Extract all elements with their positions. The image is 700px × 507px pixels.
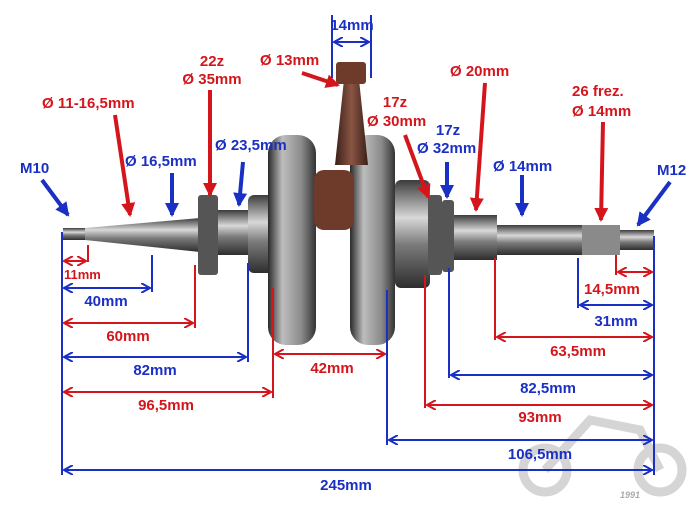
dim-40mm: 40mm — [84, 293, 128, 310]
conrod-small-end-label: Ø 13mm — [260, 52, 320, 69]
dim-63-5mm: 63,5mm — [550, 343, 606, 360]
left-bearing-diameter-label: Ø 23,5mm — [215, 137, 287, 154]
dim-11mm: 11mm — [64, 267, 101, 282]
right-shaft-diameter-20-label: Ø 20mm — [450, 63, 510, 80]
extension-lines — [61, 15, 655, 475]
crankshaft-left-shaft — [63, 195, 276, 275]
dim-60mm: 60mm — [106, 328, 150, 345]
spline-diameter-label: Ø 14mm — [572, 103, 632, 120]
dim-14-5mm: 14,5mm — [584, 281, 640, 298]
left-gear-teeth-label: 22z — [199, 53, 225, 70]
taper-diameter-label: Ø 11-16,5mm — [42, 95, 135, 112]
dim-106-5mm: 106,5mm — [507, 446, 573, 463]
right-gear2-teeth-label: 17z — [435, 122, 461, 139]
thread-m12-label: M12 — [657, 162, 687, 179]
spline-count-label: 26 frez. — [572, 83, 624, 100]
callout-arrows — [40, 71, 672, 227]
dimension-lines — [64, 42, 652, 470]
crankshaft-webs — [268, 135, 395, 345]
dim-93mm: 93mm — [518, 409, 562, 426]
dim-245mm: 245mm — [320, 477, 372, 494]
dim-82-5mm: 82,5mm — [520, 380, 576, 397]
watermark-year: 1991 — [620, 490, 641, 500]
connecting-rod — [335, 62, 368, 165]
dim-31mm: 31mm — [594, 313, 638, 330]
right-shaft-diameter-14-label: Ø 14mm — [493, 158, 553, 175]
right-gear2-diameter-label: Ø 32mm — [417, 140, 477, 157]
right-gear1-diameter-label: Ø 30mm — [367, 113, 427, 130]
conrod-width-label: 14mm — [330, 17, 374, 34]
crankshaft-right-shaft — [395, 180, 654, 288]
dim-82mm: 82mm — [133, 362, 177, 379]
thread-m10-label: M10 — [20, 160, 50, 177]
dim-42mm: 42mm — [310, 360, 354, 377]
right-gear1-teeth-label: 17z — [382, 94, 408, 111]
left-gear-diameter-label: Ø 35mm — [182, 71, 242, 88]
dim-96-5mm: 96,5mm — [138, 397, 194, 414]
left-shaft-diameter-label: Ø 16,5mm — [125, 153, 197, 170]
